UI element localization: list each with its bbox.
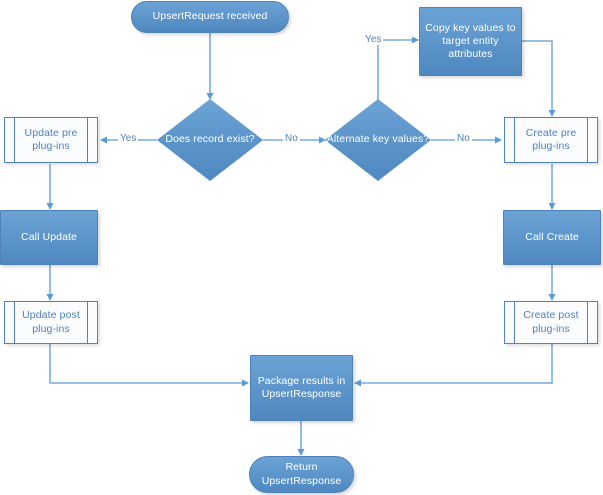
- edge-label-alt-key-no: No: [455, 133, 472, 144]
- node-label: Update pre plug-ins: [24, 126, 78, 152]
- node-create-pre-plugins[interactable]: Create pre plug-ins: [504, 117, 598, 163]
- predefined-bar-right: [587, 302, 588, 343]
- node-update-pre-plugins[interactable]: Update pre plug-ins: [4, 117, 98, 163]
- node-return-upsert-response[interactable]: Return UpsertResponse: [249, 456, 354, 493]
- edge-label-record-exists-no: No: [283, 133, 300, 144]
- predefined-bar-right: [87, 118, 88, 162]
- edge-copy-to-create-pre: [522, 40, 556, 117]
- node-upsert-request-received[interactable]: UpsertRequest received: [131, 1, 289, 33]
- node-label: Return UpsertResponse: [261, 461, 342, 487]
- edge-update-post-to-package: [49, 343, 249, 387]
- node-alternate-key-values[interactable]: Alternate key values?: [325, 99, 431, 181]
- node-label: Update post plug-ins: [22, 309, 80, 335]
- node-label: Call Update: [21, 230, 77, 243]
- node-label: Create post plug-ins: [523, 309, 579, 335]
- node-update-post-plugins[interactable]: Update post plug-ins: [4, 301, 98, 344]
- edge-create-post-to-package: [354, 343, 553, 387]
- node-package-results[interactable]: Package results in UpsertResponse: [250, 355, 353, 421]
- node-call-update[interactable]: Call Update: [0, 210, 98, 265]
- node-label: Call Create: [525, 230, 579, 243]
- node-label: Create pre plug-ins: [525, 126, 577, 152]
- predefined-bar-left: [14, 302, 15, 343]
- edge-label-record-exists-yes: Yes: [118, 133, 139, 144]
- node-label: Package results in UpsertResponse: [257, 374, 346, 400]
- predefined-bar-left: [514, 118, 515, 162]
- node-create-post-plugins[interactable]: Create post plug-ins: [504, 301, 598, 344]
- node-label: Copy key values to target entity attribu…: [425, 21, 516, 61]
- node-label: Alternate key values?: [326, 133, 430, 146]
- predefined-bar-left: [514, 302, 515, 343]
- edge-label-alt-key-yes: Yes: [363, 34, 384, 45]
- node-label: UpsertRequest received: [152, 10, 268, 23]
- node-does-record-exist[interactable]: Does record exist?: [157, 99, 263, 181]
- predefined-bar-left: [14, 118, 15, 162]
- node-label: Does record exist?: [165, 133, 255, 146]
- predefined-bar-right: [587, 118, 588, 162]
- node-call-create[interactable]: Call Create: [503, 210, 601, 265]
- predefined-bar-right: [87, 302, 88, 343]
- node-copy-key-values[interactable]: Copy key values to target entity attribu…: [419, 7, 522, 76]
